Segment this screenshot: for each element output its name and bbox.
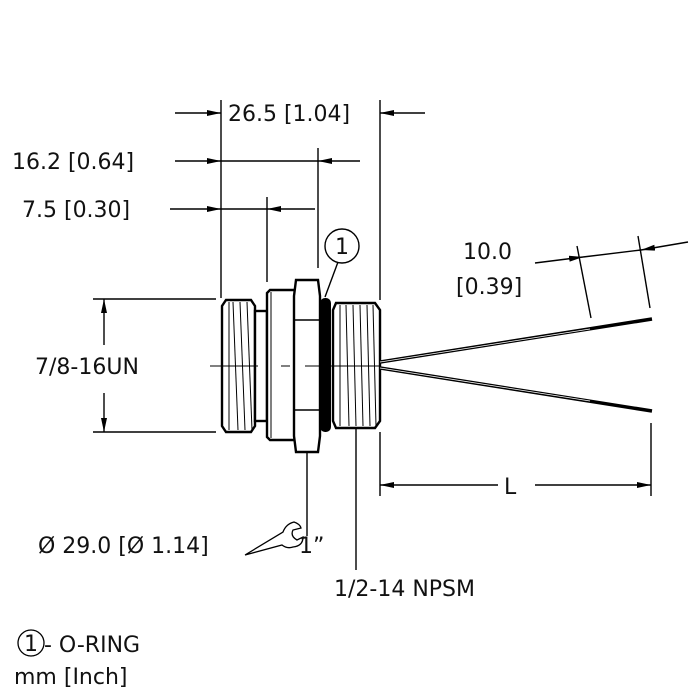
legend: 1 - O-RING mm [Inch] <box>14 629 140 690</box>
wrench-size-label: 1” <box>299 534 324 559</box>
overall-length-label: 26.5 [1.04] <box>228 102 350 127</box>
wires <box>379 317 653 413</box>
length-to-oring-label: 16.2 [0.64] <box>12 150 134 175</box>
wrench-icon <box>244 521 304 556</box>
connector-body <box>210 278 382 454</box>
oring-callout: 1 <box>324 228 360 264</box>
front-thread-spec-label: 7/8-16UN <box>35 355 139 380</box>
wire-strip-label-inch: [0.39] <box>456 275 522 300</box>
callout-number: 1 <box>335 235 349 260</box>
wire-strip-label-mm: 10.0 <box>463 240 512 265</box>
dimension-arrows <box>101 110 689 488</box>
dimension-labels: 26.5 [1.04] 16.2 [0.64] 7.5 [0.30] 10.0 … <box>12 102 522 602</box>
o-ring <box>320 298 331 432</box>
legend-item-label: - O-RING <box>44 633 140 658</box>
cable-length-label: L <box>504 475 517 500</box>
rear-thread-spec-label: 1/2-14 NPSM <box>334 577 475 602</box>
legend-item-number: 1 <box>24 632 38 657</box>
front-thread-length-label: 7.5 [0.30] <box>22 198 130 223</box>
leader-lines <box>306 261 357 570</box>
units-label: mm [Inch] <box>14 665 128 690</box>
extension-lines <box>93 100 652 496</box>
hex-size-label: Ø 29.0 [Ø 1.14] <box>38 534 209 559</box>
